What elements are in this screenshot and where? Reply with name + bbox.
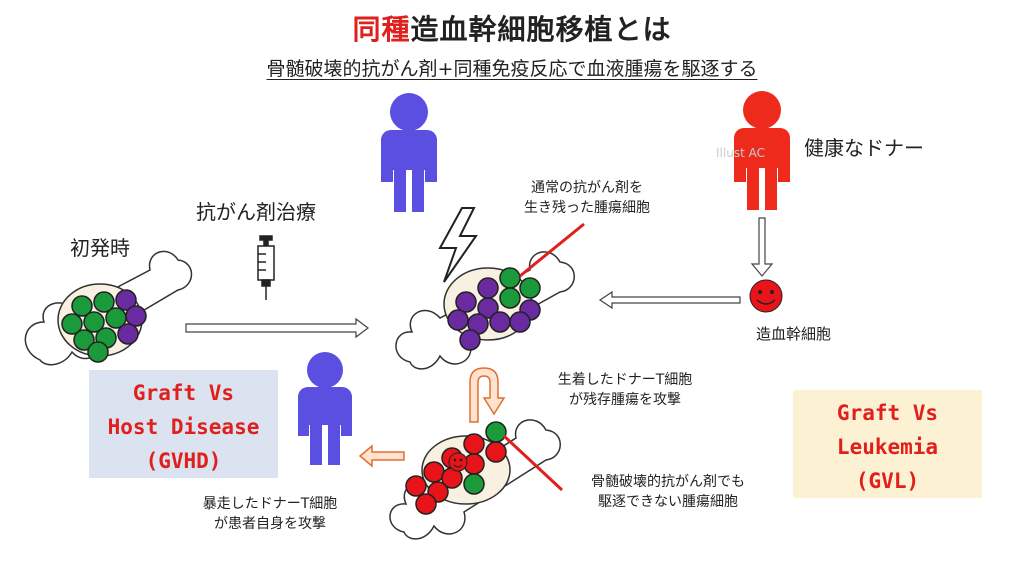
title-accent: 同種: [352, 13, 411, 46]
label-chemo: 抗がん剤治療: [196, 200, 316, 224]
donor-t-cell-smiley: [448, 452, 468, 472]
label-donor: 健康なドナー: [804, 136, 924, 160]
patient-figure-bottom: [298, 352, 352, 465]
runaway-line2: が患者自身を攻撃: [214, 516, 326, 532]
label-engrafted: 生着したドナーT細胞 が残存腫瘍を攻撃: [530, 370, 720, 410]
syringe-icon: [257, 235, 275, 300]
gvhd-line2: Host Disease: [107, 415, 260, 439]
label-runaway: 暴走したドナーT細胞 が患者自身を攻撃: [170, 494, 370, 534]
label-initial: 初発時: [70, 236, 130, 260]
gvhd-box: Graft Vs Host Disease (GVHD): [89, 370, 278, 478]
gvl-box: Graft Vs Leukemia (GVL): [793, 390, 982, 498]
page-title: 同種造血幹細胞移植とは: [0, 8, 1024, 48]
gvl-line1: Graft Vs: [836, 401, 939, 425]
surviving-line2: 生き残った腫瘍細胞: [524, 200, 650, 216]
watermark: Illust AC: [716, 146, 765, 160]
arrow-gvhd: [358, 444, 405, 468]
lightning-icon: [438, 207, 478, 283]
arrow-initial-to-treatment: [185, 317, 369, 339]
engrafted-line1: 生着したドナーT細胞: [557, 372, 693, 388]
subtitle-text: 骨髄破壊的抗がん剤+同種免疫反応で血液腫瘍を駆逐する: [266, 58, 758, 80]
stem-cell-smiley: [749, 279, 783, 313]
donor-figure: [734, 91, 790, 210]
resistant-line2: 駆逐できない腫瘍細胞: [598, 494, 738, 510]
label-resistant: 骨髄破壊的抗がん剤でも 駆逐できない腫瘍細胞: [568, 472, 768, 512]
label-stem-cell: 造血幹細胞: [756, 325, 832, 343]
runaway-line1: 暴走したドナーT細胞: [202, 496, 338, 512]
cells-after-chemo: [447, 267, 541, 351]
arrow-stem-cell-to-patient: [598, 290, 741, 310]
gvhd-line1: Graft Vs: [132, 381, 235, 405]
pointer-resistant: [502, 434, 564, 492]
gvl-line3: (GVL): [855, 469, 920, 493]
cells-initial: [61, 289, 147, 363]
page-subtitle: 骨髄破壊的抗がん剤+同種免疫反応で血液腫瘍を駆逐する: [0, 54, 1024, 81]
arrow-donor-to-stem-cell: [750, 217, 774, 277]
resistant-line1: 骨髄破壊的抗がん剤でも: [591, 474, 745, 490]
gvl-line2: Leukemia: [836, 435, 939, 459]
label-surviving: 通常の抗がん剤を 生き残った腫瘍細胞: [502, 178, 672, 218]
surviving-line1: 通常の抗がん剤を: [531, 180, 643, 196]
arrow-engraftment: [469, 367, 506, 423]
patient-figure-top: [381, 93, 437, 212]
gvhd-line3: (GVHD): [145, 449, 222, 473]
pointer-surviving: [519, 222, 585, 278]
title-rest: 造血幹細胞移植とは: [410, 13, 672, 46]
engrafted-line2: が残存腫瘍を攻撃: [569, 392, 681, 408]
